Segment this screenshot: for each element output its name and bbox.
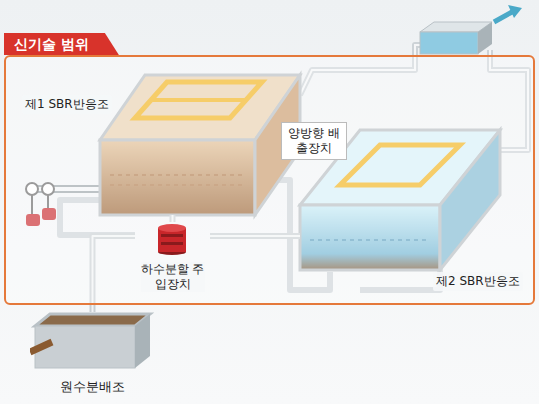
reactor-2: 제2 SBR반응조 <box>300 130 500 270</box>
scope-tab: 신기술 범위 <box>4 33 119 55</box>
tank-label: 제2 SBR반응조 <box>433 272 523 291</box>
scope-region: 신기술 범위제1 SBR반응조양방향 배출장치제2 SBR반응조하수분할 주입장… <box>4 55 535 305</box>
outlet-tank <box>420 5 522 54</box>
tank-label: 제1 SBR반응조 <box>22 95 112 114</box>
pump-label: 하수분할 주입장치 <box>141 262 205 292</box>
split-injector: 하수분할 주입장치 <box>135 222 210 292</box>
basin-label: 원수분배조 <box>30 378 155 396</box>
reactor-1: 제1 SBR반응조 <box>100 75 300 215</box>
basin-box <box>30 312 155 370</box>
box-label: 양방향 배출장치 <box>281 122 347 160</box>
distribution-basin: 원수분배조 <box>30 312 155 396</box>
decanter-box: 양방향 배출장치 <box>281 122 347 160</box>
pump-symbol <box>135 222 210 256</box>
